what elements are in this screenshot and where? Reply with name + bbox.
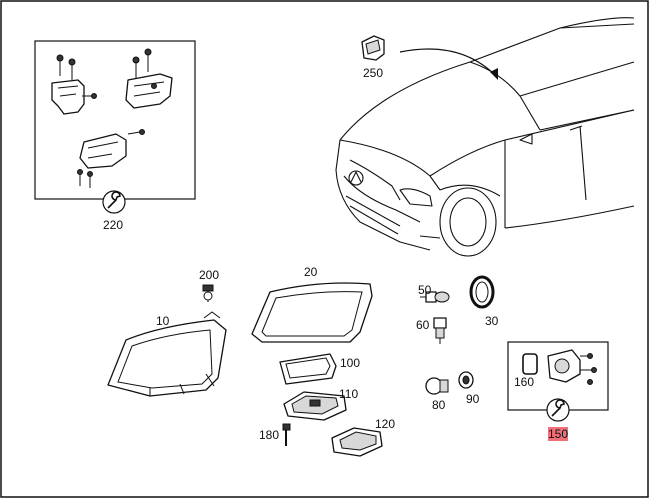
cap-30 bbox=[469, 275, 495, 309]
wrench-icon bbox=[546, 398, 570, 422]
callout-20[interactable]: 20 bbox=[304, 265, 318, 279]
callout-160[interactable]: 160 bbox=[514, 375, 534, 389]
control-unit-110 bbox=[283, 391, 347, 421]
car-outline bbox=[335, 17, 635, 257]
headlamp-10 bbox=[107, 311, 227, 397]
callout-150-highlight bbox=[548, 427, 568, 441]
part-160-seal bbox=[522, 353, 538, 375]
callout-90[interactable]: 90 bbox=[466, 392, 480, 406]
callout-200[interactable]: 200 bbox=[199, 268, 219, 282]
bulb-50 bbox=[420, 291, 450, 303]
bracket-right bbox=[125, 48, 173, 109]
bulb-60 bbox=[433, 317, 447, 344]
callout-100[interactable]: 100 bbox=[340, 356, 360, 370]
callout-150[interactable]: 150 bbox=[548, 427, 568, 441]
callout-110[interactable]: 110 bbox=[339, 387, 358, 401]
arrow-250-to-car bbox=[399, 48, 497, 77]
part-250-icon bbox=[361, 35, 385, 61]
callout-30[interactable]: 30 bbox=[485, 314, 499, 328]
bracket-lower bbox=[77, 129, 145, 188]
socket-90 bbox=[458, 371, 474, 389]
callout-60[interactable]: 60 bbox=[416, 318, 430, 332]
control-unit-120 bbox=[331, 427, 383, 457]
callout-180[interactable]: 180 bbox=[259, 428, 279, 442]
callout-50[interactable]: 50 bbox=[418, 283, 432, 297]
bracket-150 bbox=[547, 349, 597, 385]
bracket-left bbox=[51, 54, 97, 115]
arrow-head bbox=[490, 68, 498, 80]
callout-120[interactable]: 120 bbox=[375, 417, 395, 431]
seal-100 bbox=[279, 353, 337, 385]
lens-cover-20 bbox=[251, 282, 373, 343]
callout-10[interactable]: 10 bbox=[156, 314, 170, 328]
screw-200 bbox=[202, 284, 214, 302]
wrench-icon bbox=[102, 190, 126, 214]
callout-220[interactable]: 220 bbox=[103, 218, 123, 232]
screw-180 bbox=[282, 423, 291, 446]
callout-80[interactable]: 80 bbox=[432, 398, 446, 412]
bulb-80 bbox=[425, 377, 449, 395]
callout-250[interactable]: 250 bbox=[363, 66, 383, 80]
